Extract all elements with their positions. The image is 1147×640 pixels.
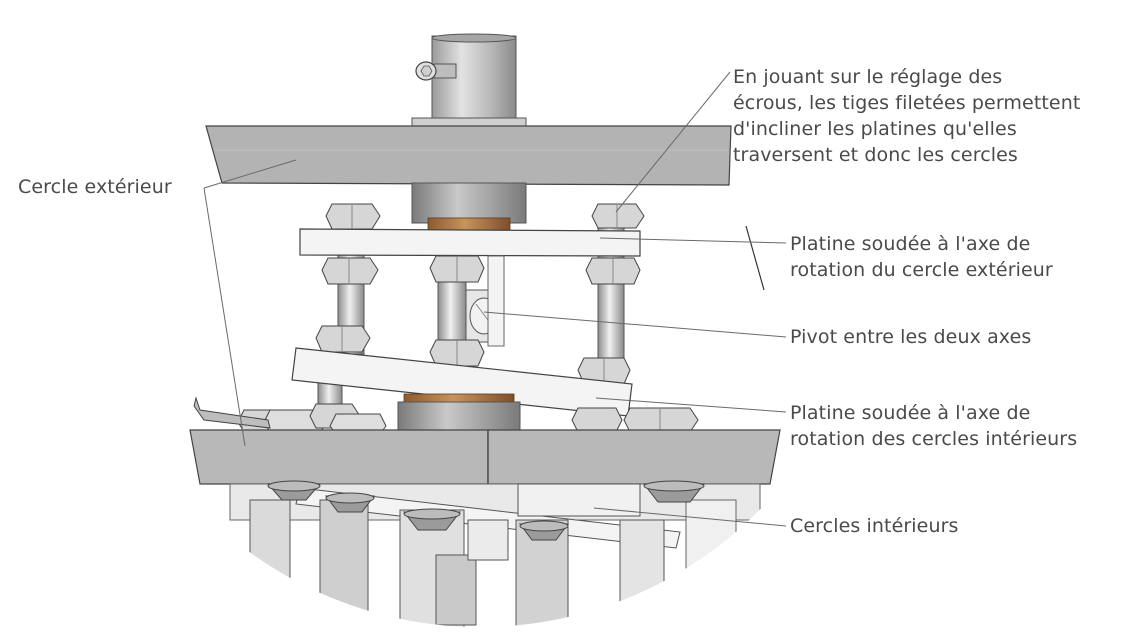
leader-upper-plate	[599, 237, 787, 244]
leader-adjustment	[615, 71, 731, 213]
outer-circle	[205, 125, 732, 186]
lower-upper-nuts	[315, 325, 631, 385]
label-lower-plate: Platine soudée à l'axe de rotation des c…	[790, 400, 1077, 452]
label-pivot: Pivot entre les deux axes	[790, 324, 1031, 350]
leader-pivot	[483, 311, 787, 338]
upper-nuts	[325, 203, 645, 230]
lens-view	[189, 203, 781, 627]
upper-plate-line-2: rotation du cercle extérieur	[790, 259, 1053, 281]
pivot	[465, 255, 505, 347]
inner-circle-band	[189, 429, 781, 485]
bottom-nuts	[237, 403, 699, 435]
lower-hub	[397, 393, 521, 431]
upper-plate	[299, 228, 641, 257]
upper-plate-line-1: Platine soudée à l'axe de	[790, 233, 1031, 255]
pivot-text: Pivot entre les deux axes	[790, 326, 1032, 348]
mid-nuts	[321, 255, 641, 285]
leader-lines	[203, 71, 787, 527]
inner-circles-text: Cercles intérieurs	[790, 515, 959, 537]
label-outer-circle-text: Cercle extérieur	[18, 176, 172, 198]
leader-lower-plate	[595, 397, 787, 413]
adjustment-note-line-2: écrous, les tiges filetées permettent	[733, 92, 1081, 114]
inner-circles	[229, 483, 761, 627]
edge-mark	[745, 225, 765, 291]
leader-outer-circle-b	[203, 187, 246, 447]
leader-outer-circle-a	[203, 159, 297, 189]
set-screw	[415, 61, 457, 81]
adjustment-note-line-3: d'incliner les platines qu'elles	[733, 118, 1017, 140]
countersunk-screws	[266, 480, 706, 541]
lower-plate-line-1: Platine soudée à l'axe de	[790, 402, 1031, 424]
label-upper-plate: Platine soudée à l'axe de rotation du ce…	[790, 231, 1053, 283]
adjustment-note-line-4: traversent et donc les cercles	[733, 144, 1018, 166]
label-inner-circles: Cercles intérieurs	[790, 513, 959, 539]
label-outer-circle: Cercle extérieur	[18, 174, 172, 200]
adjustment-note-line-1: En jouant sur le réglage des	[733, 66, 1003, 88]
label-adjustment-note: En jouant sur le réglage des écrous, les…	[733, 64, 1080, 168]
upper-hub	[411, 182, 527, 231]
leader-inner-circles	[593, 507, 787, 527]
lower-plate-line-2: rotation des cercles intérieurs	[790, 428, 1078, 450]
top-shaft	[431, 33, 517, 127]
left-bracket	[193, 396, 271, 429]
